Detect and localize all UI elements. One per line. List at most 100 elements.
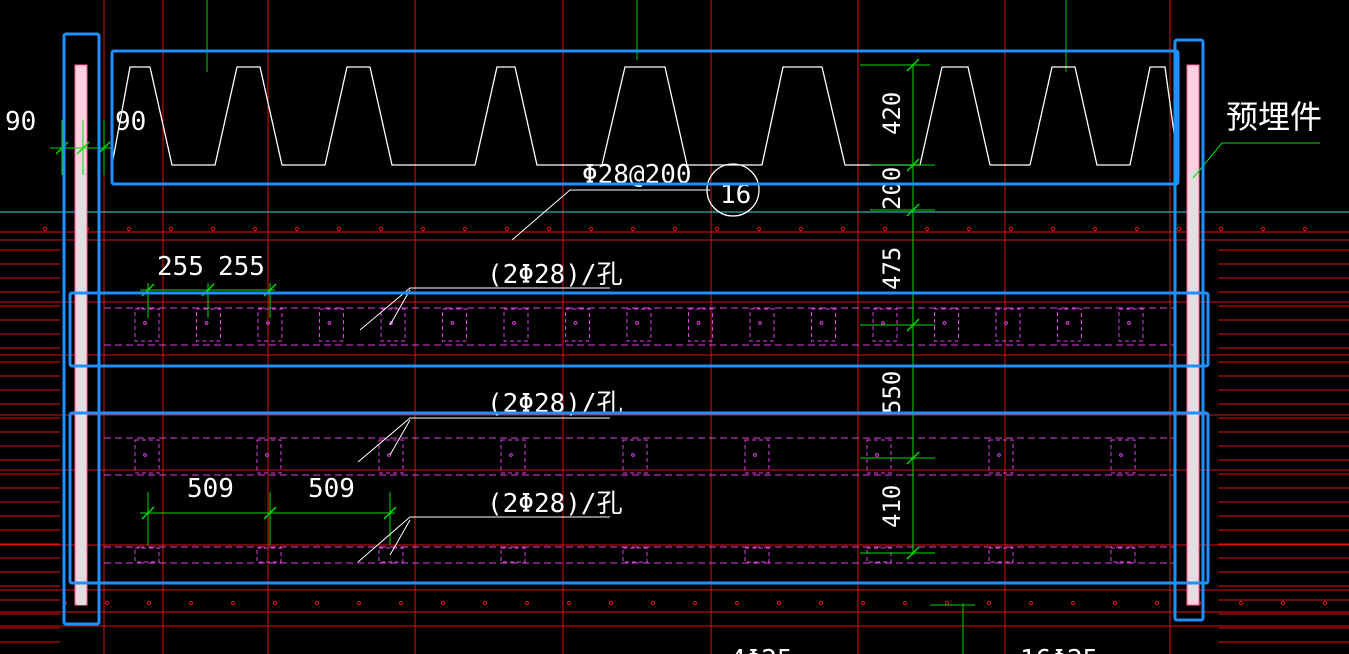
rebar-dot-bottom <box>356 600 362 606</box>
hole-dot <box>875 453 879 457</box>
rebar-dot-top <box>294 226 300 232</box>
rebar-dot-bottom <box>146 600 152 606</box>
rebar-dot-top <box>1176 226 1182 232</box>
red-slab-outline <box>103 239 1171 591</box>
rows23-selection[interactable] <box>68 411 1210 585</box>
rebar-dot-bottom <box>188 600 194 606</box>
rebar-dot-top <box>252 226 258 232</box>
hole-box <box>988 547 1014 563</box>
selection-boxes[interactable] <box>62 32 1210 626</box>
hole-dot <box>819 321 824 325</box>
rebar-dot-top <box>882 226 888 232</box>
hole-dot <box>389 321 393 325</box>
vdim-475-label: 475 <box>878 247 906 290</box>
rebar-dot-top <box>714 226 720 232</box>
rebar-dot-bottom <box>818 600 824 606</box>
hole-dot <box>635 321 639 325</box>
rebar-dot-top <box>462 226 468 232</box>
rebar-dot-bottom <box>272 600 278 606</box>
rebar-dot-bottom <box>482 600 488 606</box>
rebar-dot-bottom <box>230 600 236 606</box>
rebar-dot-bottom <box>776 600 782 606</box>
dim-255-a-label: 255 <box>157 252 204 282</box>
rebar-dot-bottom <box>1070 600 1076 606</box>
hole-dot <box>758 321 762 325</box>
rebar-dot-top <box>798 226 804 232</box>
hole-dot <box>204 321 209 325</box>
bottom-left-partial-label: 4Φ25 <box>730 645 793 654</box>
hole-box <box>500 547 526 563</box>
rebar-rows <box>104 307 1175 564</box>
leader-lines <box>357 189 710 563</box>
deck-selection[interactable] <box>110 49 1180 186</box>
row3-rebar-label: (2Φ28)/孔 <box>487 489 623 519</box>
rebar-dot-top <box>756 226 762 232</box>
vdim-410-label: 410 <box>878 485 906 528</box>
right-column-selection[interactable] <box>1173 38 1205 622</box>
rebar-dot-bottom <box>314 600 320 606</box>
rebar-dot-bottom <box>1028 600 1034 606</box>
rebar-dot-top <box>1050 226 1056 232</box>
rebar-dot-top <box>168 226 174 232</box>
rebar-dot-bottom <box>566 600 572 606</box>
dim-left-inner-label: 90 <box>115 107 146 137</box>
rebar-dot-top <box>924 226 930 232</box>
rebar-dot-top <box>966 226 972 232</box>
rebar-dot-top <box>210 226 216 232</box>
vdim-550-label: 550 <box>878 371 906 414</box>
rebar-dot-bottom <box>608 600 614 606</box>
rebar-dot-top <box>840 226 846 232</box>
rebar-dot-bottom <box>650 600 656 606</box>
hole-box <box>866 547 892 563</box>
hole-dot <box>997 453 1001 457</box>
rebar-dot-top <box>420 226 426 232</box>
rebar-dot-top <box>1302 226 1308 232</box>
rebar-dot-top <box>630 226 636 232</box>
hole-box <box>378 547 404 563</box>
rebar-dot-top <box>42 226 48 232</box>
rebar-dot-bottom <box>398 600 404 606</box>
rebar-dot-bottom <box>1280 600 1286 606</box>
rebar-dot-bottom <box>1238 600 1244 606</box>
hole-dot <box>450 321 455 325</box>
hole-dot <box>1119 453 1123 457</box>
embedded-part-label: 预埋件 <box>1226 98 1322 136</box>
hole-dot <box>509 453 513 457</box>
rebar-dot-top <box>1260 226 1266 232</box>
row1-selection[interactable] <box>68 291 1210 368</box>
rebar-dot-top <box>378 226 384 232</box>
hole-dot <box>266 321 270 325</box>
hole-dot <box>942 321 947 325</box>
bottom-right-partial-label: 16Φ25 <box>1020 645 1098 654</box>
vdim-200-label: 200 <box>878 167 906 210</box>
hole-dot <box>631 453 635 457</box>
hole-box <box>744 547 770 563</box>
right-column <box>1186 64 1200 606</box>
hole-box <box>622 547 648 563</box>
rebar-dot-bottom <box>860 600 866 606</box>
rebar-dot-bottom <box>902 600 908 606</box>
dim-509-b-label: 509 <box>308 474 355 504</box>
rebar-dot-bottom <box>104 600 110 606</box>
rebar-dot-top <box>126 226 132 232</box>
hole-dot <box>573 321 578 325</box>
row1-rebar-label: (2Φ28)/孔 <box>487 260 623 290</box>
rebar-dot-top <box>504 226 510 232</box>
rebar-dot-top <box>1134 226 1140 232</box>
rebar-dot-top <box>546 226 552 232</box>
rebar-dot-bottom <box>524 600 530 606</box>
rebar-dot-top <box>1218 226 1224 232</box>
hole-box <box>1110 547 1136 563</box>
hole-dot <box>1065 321 1070 325</box>
rebar-dot-top <box>588 226 594 232</box>
rebar-dot-top <box>1092 226 1098 232</box>
hole-dot <box>696 321 701 325</box>
left-column-selection[interactable] <box>62 32 101 626</box>
hole-dot <box>512 321 516 325</box>
hole-dot <box>1004 321 1008 325</box>
hole-dot <box>881 321 885 325</box>
rebar-dot-bottom <box>986 600 992 606</box>
left-column <box>74 64 88 606</box>
